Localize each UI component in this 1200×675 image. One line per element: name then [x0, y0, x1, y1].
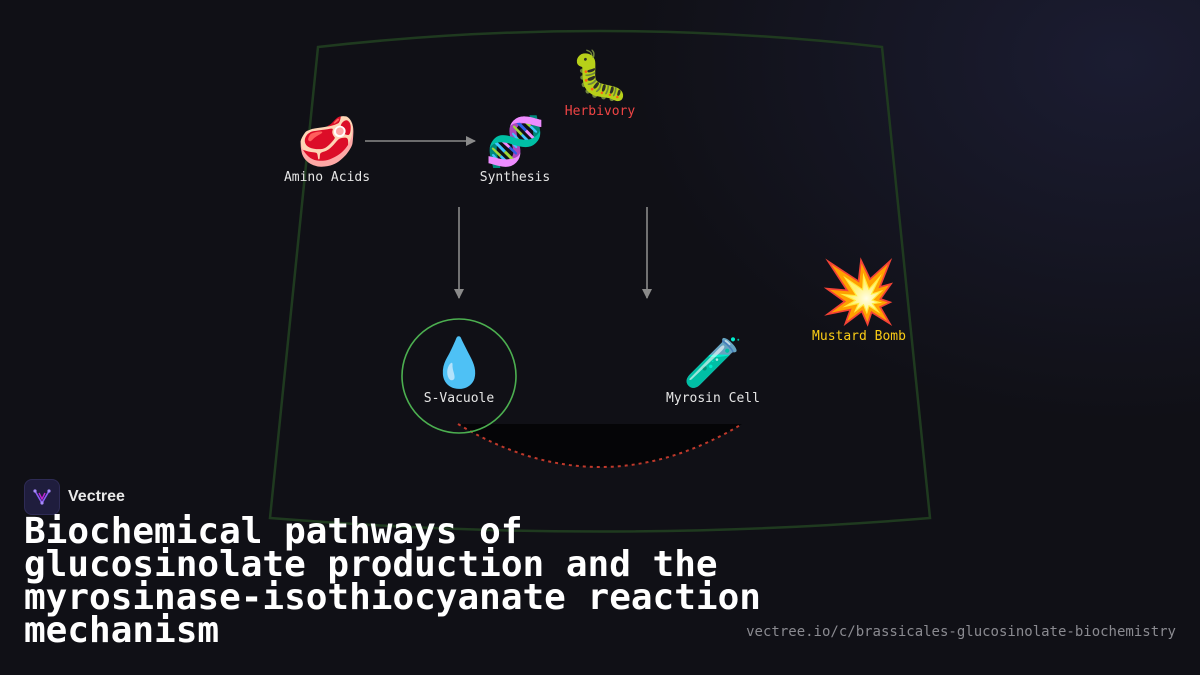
amino-acids-label: Amino Acids [283, 170, 371, 185]
explosion-icon: 💥 [820, 255, 898, 328]
meat-icon: 🥩 [297, 114, 357, 170]
node-synthesis: 🧬 Synthesis [480, 114, 550, 185]
node-myrosin-cell: 🧪 Myrosin Cell [666, 335, 760, 406]
brand-name: Vectree [68, 488, 125, 505]
node-amino-acids: 🥩 Amino Acids [284, 114, 370, 185]
caterpillar-icon: 🐛 [570, 48, 630, 104]
source-url: vectree.io/c/brassicales-glucosinolate-b… [746, 624, 1176, 640]
dna-icon: 🧬 [485, 114, 545, 170]
s-vacuole-label: S-Vacuole [423, 391, 495, 406]
brand: Vectree [24, 479, 125, 515]
vectree-logo-icon [24, 479, 60, 515]
test-tube-icon: 🧪 [683, 335, 743, 391]
node-mustard-bomb: 💥 Mustard Bomb [812, 255, 906, 344]
synthesis-label: Synthesis [479, 170, 551, 185]
node-herbivory: 🐛 Herbivory [565, 48, 635, 119]
page-title: Biochemical pathways of glucosinolate pr… [24, 511, 761, 651]
myrosin-cell-label: Myrosin Cell [666, 391, 760, 406]
mustard-bomb-label: Mustard Bomb [812, 329, 906, 344]
droplet-icon: 💧 [429, 335, 489, 391]
vacuole-ring [401, 318, 517, 434]
node-s-vacuole: 💧 S-Vacuole [424, 335, 494, 406]
plant-cell-outline [268, 29, 932, 533]
herbivory-label: Herbivory [564, 104, 636, 119]
